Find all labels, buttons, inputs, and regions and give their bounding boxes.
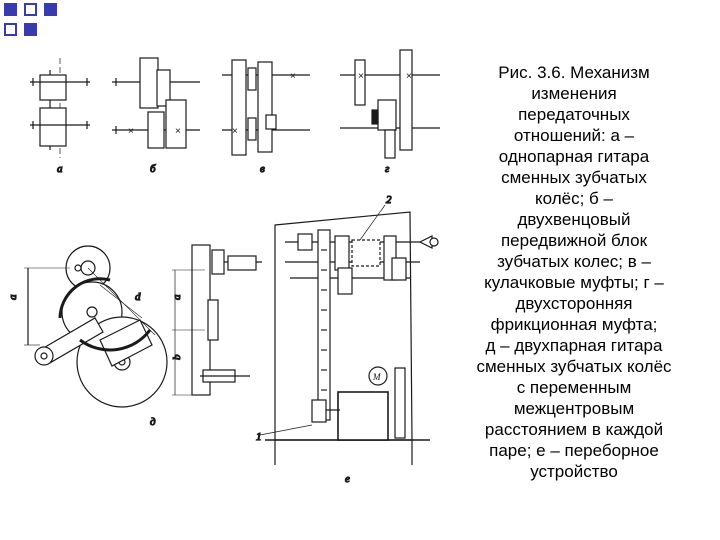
svg-text:a: a	[7, 294, 19, 300]
svg-text:a: a	[171, 294, 183, 300]
deco-square	[44, 3, 57, 16]
subfigure-e-housing: М	[259, 204, 439, 465]
figure-caption: Рис. 3.6. Механизм изменения передаточных о…	[458, 62, 690, 482]
caption-line: Рис. 3.6. Механизм	[498, 63, 650, 82]
caption-line: сменных зубчатых колёс	[476, 357, 672, 376]
caption-line: зубчатых колес; в –	[497, 252, 651, 271]
caption-line: передаточных	[518, 105, 630, 124]
caption-line: двухсторонняя	[515, 294, 633, 313]
subfigure-d: a d	[6, 245, 168, 408]
caption-line: с переменным	[516, 378, 632, 397]
subfigure-b: × ×	[112, 57, 200, 149]
caption-line: кулачковые муфты; г –	[484, 273, 664, 292]
subfigure-v: × ×	[222, 59, 310, 156]
subfigure-g: × ×	[340, 49, 440, 159]
label-g: г	[385, 163, 390, 175]
svg-text:×: ×	[175, 126, 181, 137]
subfigure-a	[30, 58, 90, 158]
caption-line: фрикционная муфта;	[490, 315, 658, 334]
slide-decoration	[0, 0, 60, 45]
label-2: 2	[386, 194, 392, 206]
caption-line: передвижной блок	[500, 231, 648, 250]
svg-text:×: ×	[290, 71, 296, 82]
caption-line: устройство	[530, 462, 618, 481]
caption-line: двухвенцовый	[517, 210, 631, 229]
deco-square	[24, 3, 37, 16]
label-b: б	[150, 163, 156, 175]
label-a: а	[57, 163, 63, 175]
svg-text:d: d	[135, 291, 141, 303]
deco-square	[24, 23, 37, 36]
label-d: д	[150, 416, 156, 428]
label-e: е	[345, 473, 350, 485]
svg-text:×: ×	[358, 71, 364, 82]
caption-line: д – двухпарная гитара	[485, 336, 663, 355]
motor-label: М	[372, 372, 381, 382]
caption-line: отношений: а –	[513, 126, 635, 145]
mechanism-diagram: × × × × × × а б в г	[6, 49, 440, 486]
caption-line: расстоянием в каждой	[484, 420, 664, 439]
label-1: 1	[256, 431, 262, 443]
svg-text:×: ×	[406, 71, 412, 82]
caption-line: изменения	[531, 84, 617, 103]
caption-line: межцентровым	[513, 399, 635, 418]
subfigure-e-gears: a b	[170, 244, 262, 396]
svg-text:×: ×	[232, 126, 238, 137]
deco-square	[4, 3, 17, 16]
caption-line: однопарная гитара	[498, 147, 650, 166]
caption-line: паре; е – переборное	[489, 441, 659, 460]
svg-text:×: ×	[128, 126, 134, 137]
caption-line: колёс; б –	[535, 189, 613, 208]
label-v: в	[260, 163, 265, 175]
deco-square	[4, 23, 17, 36]
svg-text:b: b	[171, 354, 183, 360]
caption-line: сменных зубчатых	[501, 168, 647, 187]
